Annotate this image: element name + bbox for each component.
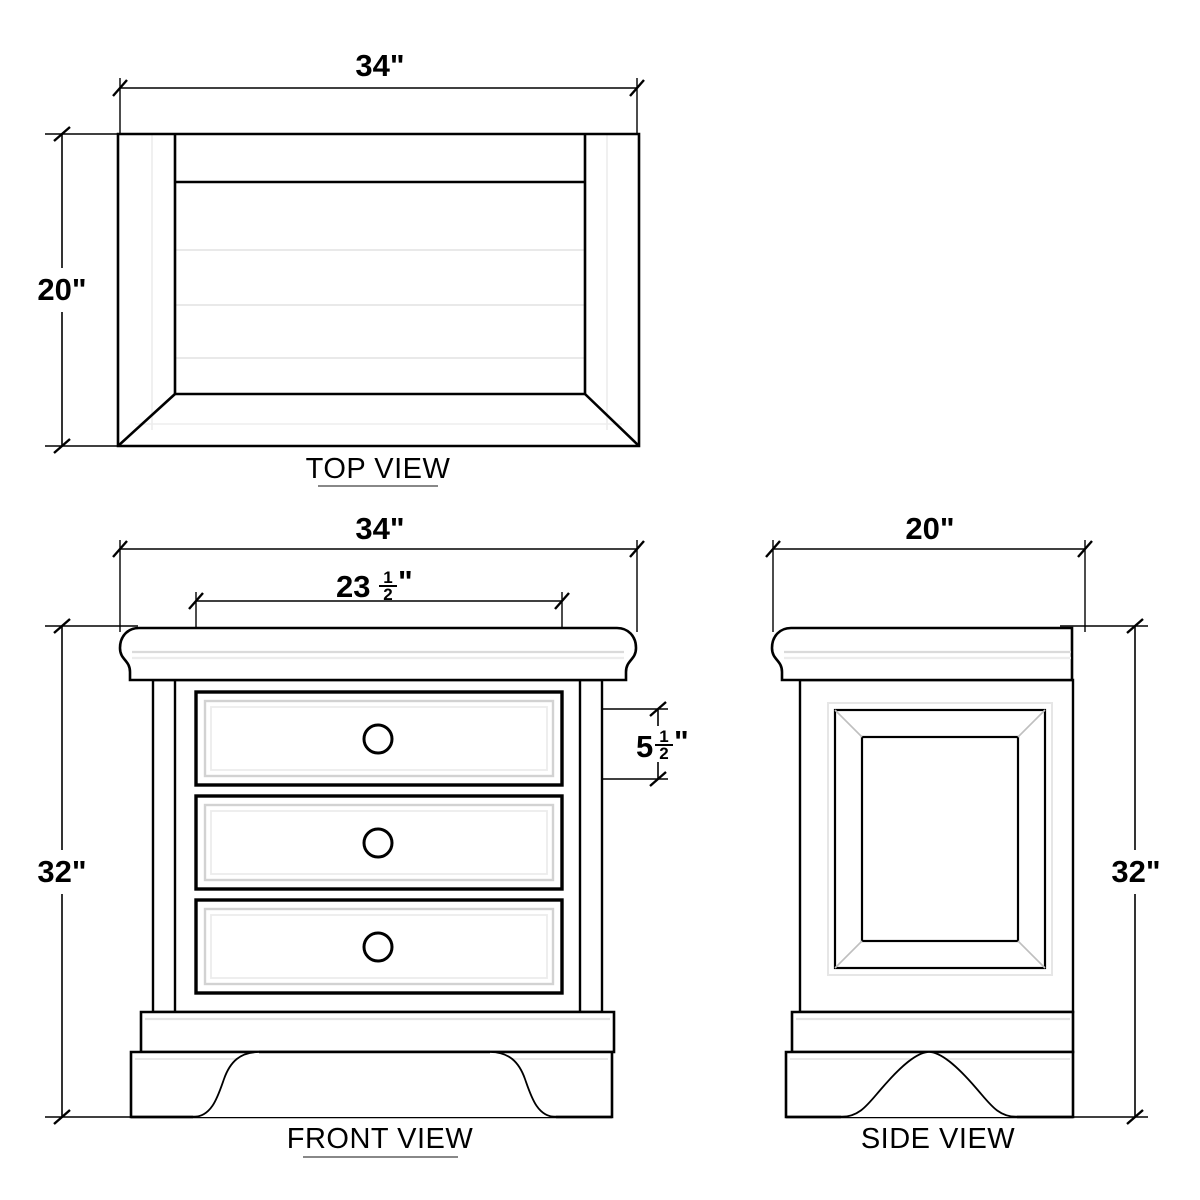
front-height-value: 32" [37, 854, 86, 889]
side-view-height-dimension: 32" [1044, 618, 1170, 1125]
drawer-2-inner-frame-2 [210, 810, 548, 875]
top-view-miter-left [117, 393, 176, 447]
front-base-rail [139, 1010, 616, 1054]
drawer-2-inner-frame [203, 803, 555, 882]
front-drawer-height-suffix: " [674, 724, 689, 759]
top-width-value: 34" [355, 48, 404, 83]
front-drawer-height-numerator: 1 [659, 727, 668, 746]
side-arch-curve [840, 1051, 1018, 1118]
side-depth-value: 20" [905, 511, 954, 546]
front-view-height-dimension: 32" [28, 618, 225, 1125]
front-drawer-height-denominator: 2 [659, 744, 668, 763]
front-base-apron [129, 1050, 614, 1119]
top-view-depth-dimension: 20" [30, 126, 118, 454]
side-view-label-group: SIDE VIEW [861, 1123, 1015, 1155]
side-panel-miter-tl [834, 709, 863, 738]
top-view-width-dimension: 34" [112, 48, 645, 135]
side-panel-field [860, 735, 1020, 943]
top-view-inner-opening [173, 134, 587, 396]
front-drawer-width-whole: 23 [336, 569, 370, 604]
front-view-drawer-height-dimension: 5 1 2 " [598, 701, 690, 787]
drawer-1-inner-frame [203, 699, 555, 778]
front-foot-curve-right [489, 1051, 557, 1118]
front-drawer-width-numerator: 1 [383, 568, 392, 587]
top-depth-value: 20" [37, 272, 86, 307]
drawer-3-inner-frame [203, 907, 555, 986]
front-view-width-dimension: 34" [112, 511, 645, 632]
front-drawer-height-whole: 5 [636, 729, 653, 764]
side-top-molding [770, 626, 1074, 682]
front-top-molding [118, 626, 638, 682]
front-drawer-2[interactable] [194, 794, 564, 891]
front-view-label-group: FRONT VIEW [287, 1123, 474, 1158]
front-base-rail-box [139, 1010, 616, 1054]
side-panel-miter-tr [1017, 709, 1046, 738]
front-view-label: FRONT VIEW [287, 1123, 474, 1155]
front-drawer-width-fraction: 23 1 2 " [336, 564, 413, 604]
drawer-3-knob-icon[interactable] [362, 931, 394, 963]
front-drawer-width-suffix: " [398, 564, 413, 599]
side-view-body [770, 626, 1075, 1119]
side-arch-cutout-fill [841, 1052, 1017, 1117]
front-drawer-width-denominator: 2 [383, 585, 392, 604]
top-view-label: TOP VIEW [306, 453, 451, 485]
side-raised-panel [827, 702, 1053, 976]
top-view-body [116, 132, 641, 448]
side-base-apron [784, 1050, 1075, 1119]
front-foot-cutout-fill [193, 1052, 556, 1117]
front-drawer-height-fraction: 5 1 2 " [636, 724, 689, 764]
front-drawer-3[interactable] [194, 898, 564, 995]
top-view-miter-right [584, 393, 640, 447]
drawer-1-knob-icon[interactable] [362, 723, 394, 755]
side-panel-miter-bl [834, 940, 863, 969]
drawer-2-knob-icon[interactable] [362, 827, 394, 859]
drawer-3-inner-frame-2 [210, 914, 548, 979]
front-view-body [118, 626, 638, 1119]
front-foot-curve-left [192, 1051, 260, 1118]
front-drawer-1[interactable] [194, 690, 564, 787]
front-view-group: 34" 23 1 2 " 32" [28, 511, 690, 1158]
side-panel-miter-br [1017, 940, 1046, 969]
side-base-rail [790, 1010, 1075, 1054]
front-width-value: 34" [355, 511, 404, 546]
side-view-label: SIDE VIEW [861, 1123, 1015, 1155]
top-view-group: 34" 20" [30, 48, 645, 487]
top-view-label-group: TOP VIEW [306, 453, 451, 487]
side-panel-outer-reveal [827, 702, 1053, 976]
drawer-1-inner-frame-2 [210, 706, 548, 771]
side-view-group: 20" 32" [765, 511, 1170, 1155]
side-height-value: 32" [1111, 854, 1160, 889]
side-view-depth-dimension: 20" [765, 511, 1093, 632]
